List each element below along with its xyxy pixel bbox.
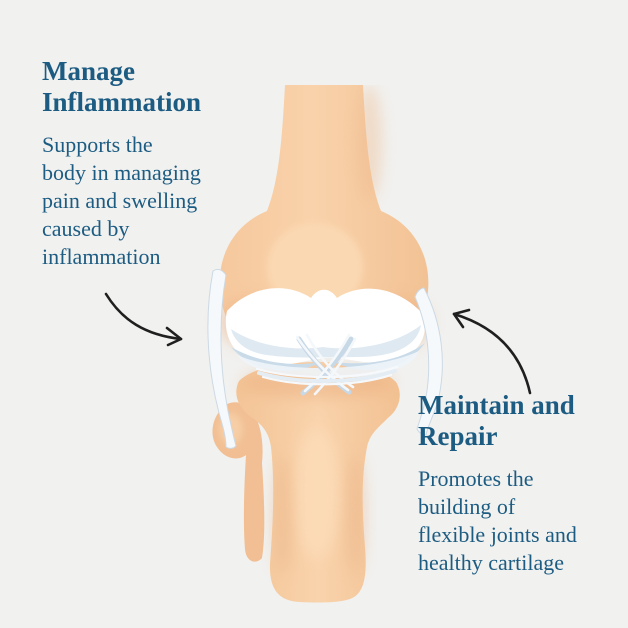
body-line: building of [418, 493, 516, 519]
manage-inflammation-body: Supports the body in managing pain and s… [42, 131, 282, 272]
annotation-manage-inflammation: Manage Inflammation Supports the body in… [42, 56, 282, 271]
body-line: flexible joints and [418, 521, 577, 547]
heading-line: Maintain and [418, 390, 575, 420]
body-line: healthy cartilage [418, 550, 564, 576]
cartilage [225, 288, 426, 366]
knee-joint-illustration [207, 85, 443, 603]
heading-line: Repair [418, 421, 498, 452]
curved-arrow-right-icon [452, 308, 532, 395]
body-line: pain and swelling [42, 187, 198, 213]
heading-line: Manage [42, 56, 135, 86]
meniscus [231, 343, 425, 379]
maintain-repair-heading: Maintain and Repair [418, 390, 618, 453]
heading-line: Inflammation [42, 87, 202, 118]
annotation-maintain-repair: Maintain and Repair Promotes the buildin… [418, 390, 618, 577]
manage-inflammation-heading: Manage Inflammation [42, 56, 282, 119]
cruciate-ligaments [255, 333, 399, 396]
maintain-repair-body: Promotes the building of flexible joints… [418, 465, 618, 578]
curved-arrow-left-icon [104, 292, 183, 347]
body-line: inflammation [42, 244, 161, 270]
body-line: caused by [42, 216, 130, 242]
collateral-ligaments [207, 268, 443, 449]
body-line: Promotes the [418, 465, 534, 491]
patellar-surface [267, 223, 363, 311]
body-line: body in managing [42, 159, 201, 185]
body-line: Supports the [42, 131, 153, 157]
fibula-bone [212, 402, 265, 562]
